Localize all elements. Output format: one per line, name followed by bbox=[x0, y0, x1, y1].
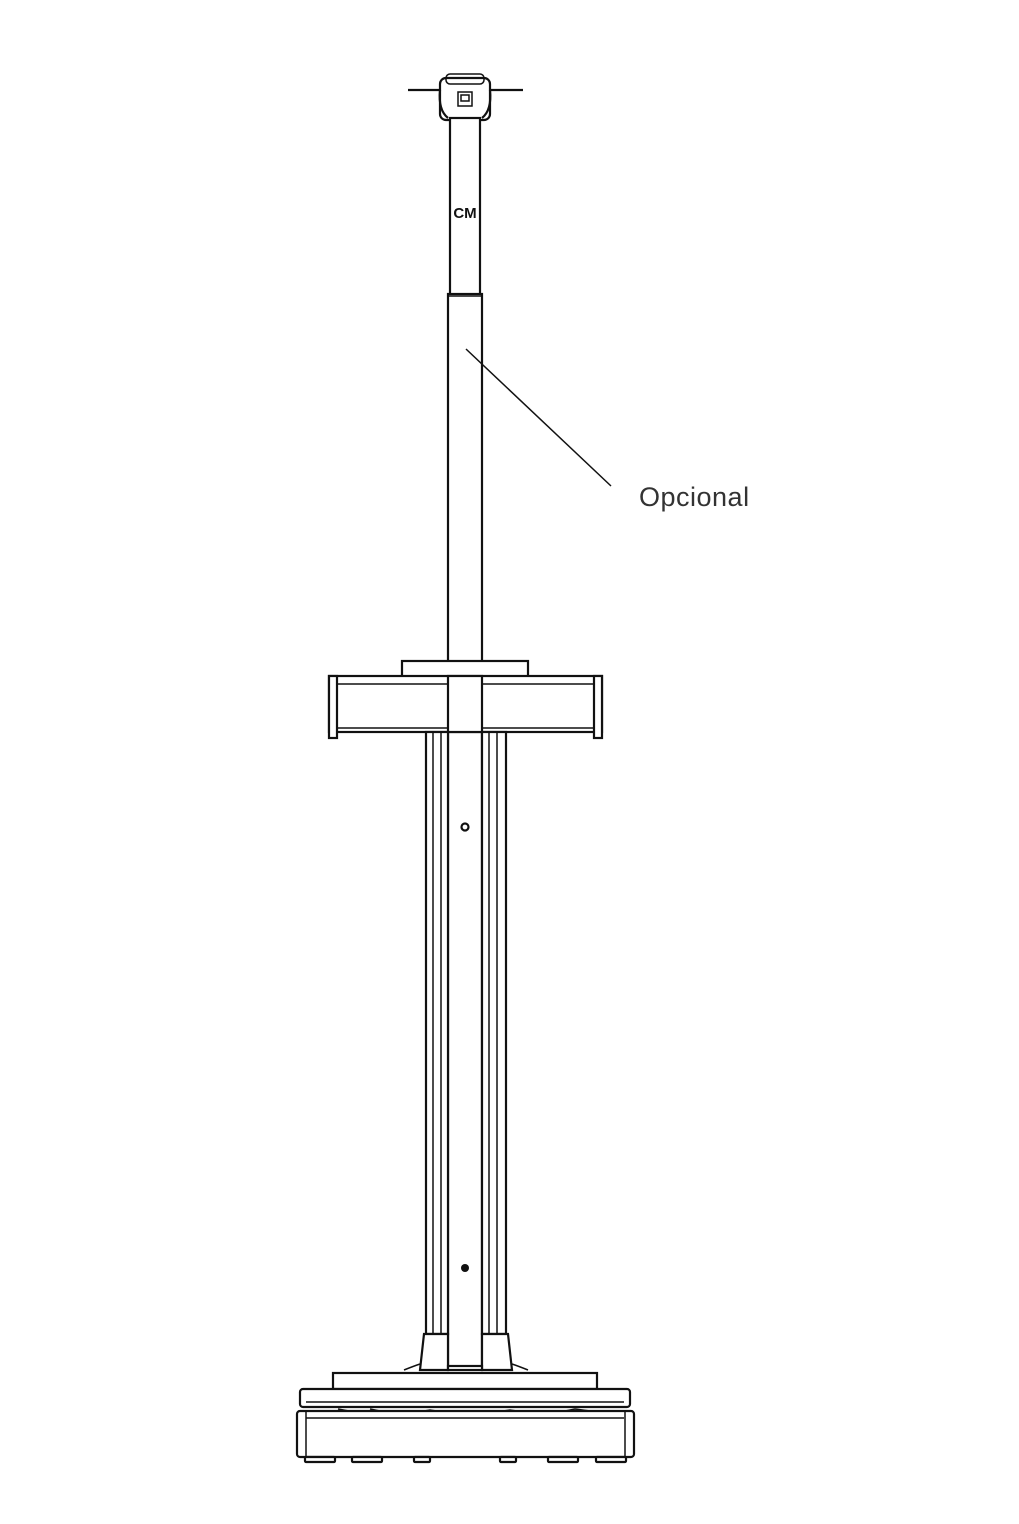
screw-dot bbox=[461, 1264, 469, 1272]
column-foot bbox=[403, 1332, 529, 1372]
scale-feet bbox=[303, 1455, 628, 1464]
scale-platform bbox=[295, 1371, 636, 1459]
optional-callout-label: Opcional bbox=[639, 482, 750, 512]
display-head bbox=[327, 659, 604, 740]
column bbox=[424, 730, 508, 1336]
headpiece bbox=[408, 73, 523, 122]
callout-leader-line bbox=[465, 348, 612, 487]
rod-marking: CM bbox=[453, 205, 476, 222]
screw-hole bbox=[460, 822, 470, 832]
upper-measuring-rod: CM bbox=[448, 116, 482, 298]
